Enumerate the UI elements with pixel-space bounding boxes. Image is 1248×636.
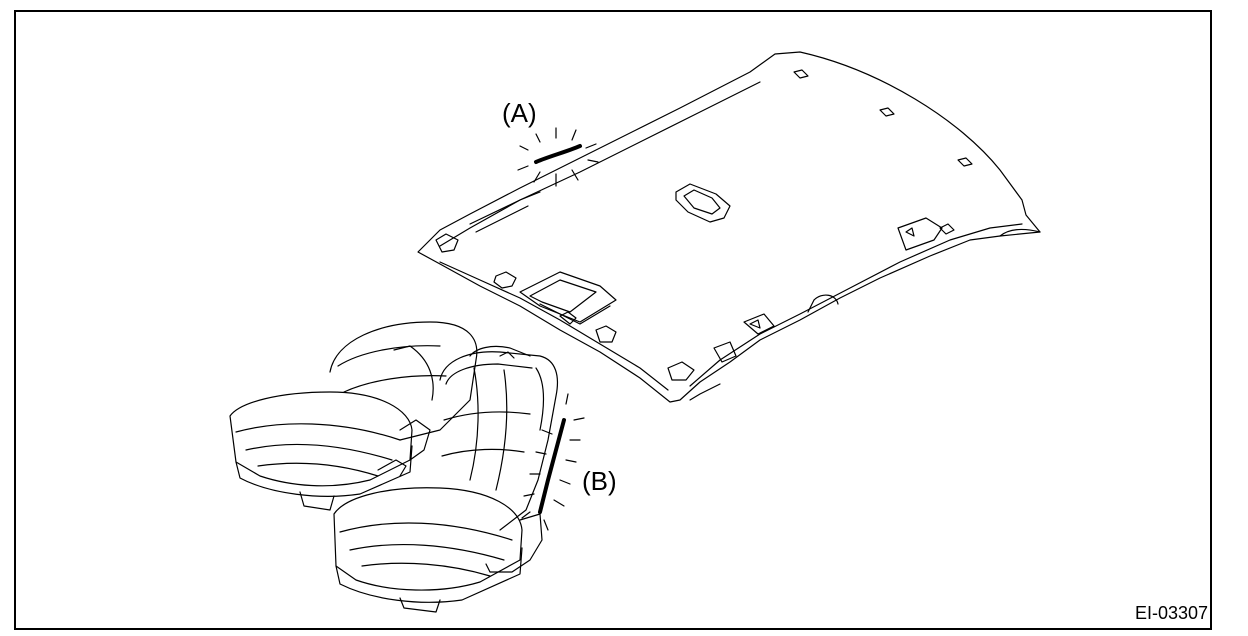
highlight-b — [521, 393, 585, 531]
figure-code: EI-03307 — [1134, 603, 1208, 623]
roof-trim — [417, 51, 1041, 403]
diagram-frame — [14, 10, 1212, 630]
label-a: (A) — [502, 98, 537, 128]
front-seats — [229, 321, 559, 613]
highlight-a — [517, 127, 599, 187]
label-b: (B) — [582, 466, 617, 496]
